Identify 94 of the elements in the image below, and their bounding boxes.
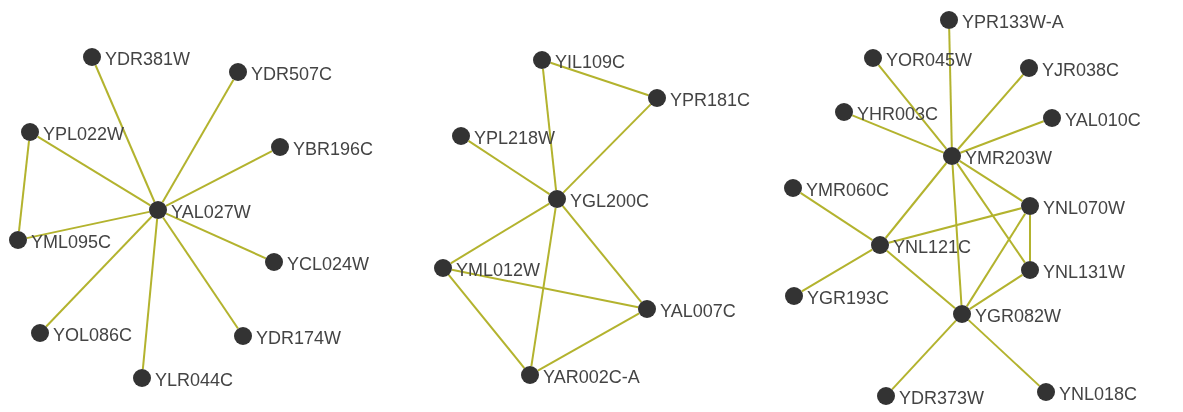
node-label: YAL027W [171, 203, 251, 221]
connector-line [536, 312, 641, 372]
node-label: YAR002C-A [543, 368, 640, 386]
node-label: YJR038C [1042, 61, 1120, 79]
node-label: YDR507C [251, 65, 333, 83]
node-circle [31, 324, 49, 342]
node-label: YML095C [31, 233, 112, 251]
node-circle [434, 259, 452, 277]
connector-line [956, 73, 1025, 151]
node-circle [785, 287, 803, 305]
node-label: YGR082W [975, 307, 1062, 325]
connector-line [891, 319, 957, 391]
node-label: YAL007C [660, 302, 736, 320]
connector-line [887, 207, 1023, 244]
connector-line [959, 120, 1045, 154]
node-label: YMR060C [806, 181, 890, 199]
node-label: YMR203W [965, 149, 1053, 167]
node-label: YDR373W [899, 389, 985, 407]
node-label: YCL024W [287, 255, 370, 273]
node-circle [1037, 383, 1055, 401]
node-circle [133, 369, 151, 387]
connector-line [884, 162, 948, 239]
connector-line [948, 28, 953, 148]
node-circle [452, 127, 470, 145]
connector-line [549, 61, 650, 97]
node-circle [234, 327, 252, 345]
node-circle [548, 190, 566, 208]
node-circle [9, 231, 27, 249]
node-circle [943, 147, 961, 165]
node-circle [864, 49, 882, 67]
node-label: YPR181C [670, 91, 751, 109]
node-circle [877, 387, 895, 405]
connector-line [967, 319, 1041, 387]
connector-line [45, 215, 153, 328]
node-label: YLR044C [155, 371, 234, 389]
node-label: YIL109C [555, 53, 626, 71]
connector-line [25, 210, 151, 240]
node-label: YML012W [456, 261, 541, 279]
connector-line [561, 204, 643, 304]
connector-line [450, 268, 640, 309]
connector-line [162, 216, 239, 330]
connector-line [94, 64, 156, 203]
node-label: YAL010C [1065, 111, 1141, 129]
node-circle [229, 63, 247, 81]
connector-line [885, 249, 957, 310]
connector-line [165, 212, 267, 260]
node-label: YNL070W [1043, 199, 1126, 217]
node-circle [638, 300, 656, 318]
connector-line [562, 103, 652, 194]
node-label: YDR174W [256, 329, 342, 347]
connector-line [467, 139, 551, 196]
connector-line [968, 273, 1024, 311]
connector-line [161, 78, 235, 204]
connector-line [141, 217, 159, 371]
node-label: YGL200C [570, 192, 650, 210]
node-circle [149, 201, 167, 219]
connector-line [956, 162, 1026, 264]
node-circle [1043, 109, 1061, 127]
connector-line [530, 206, 557, 368]
node-circle [271, 138, 289, 156]
node-circle [21, 123, 39, 141]
node-circle [83, 48, 101, 66]
node-circle [953, 305, 971, 323]
connector-line [541, 67, 558, 192]
node-label: YNL018C [1059, 385, 1138, 403]
node-circle [1021, 197, 1039, 215]
node-circle [648, 89, 666, 107]
node-circle [521, 366, 539, 384]
node-label: YPR133W-A [962, 13, 1064, 31]
connector-line [18, 139, 30, 233]
node-label: YOL086C [53, 326, 133, 344]
node-label: YDR381W [105, 50, 191, 68]
connector-line [165, 150, 273, 207]
node-circle [940, 11, 958, 29]
node-label: YBR196C [293, 140, 374, 158]
connector-line [800, 248, 874, 293]
connector-line [965, 212, 1027, 308]
node-circle [533, 51, 551, 69]
connector-line [958, 159, 1024, 203]
connector-line [447, 274, 526, 369]
connector-line [36, 135, 152, 207]
node-circle [871, 236, 889, 254]
node-circle [835, 103, 853, 121]
node-circle [1021, 261, 1039, 279]
connector-line [1029, 214, 1031, 262]
connector-line [449, 202, 551, 265]
node-label: YNL131W [1043, 263, 1126, 281]
node-label: YGR193C [807, 289, 890, 307]
node-circle [265, 253, 283, 271]
node-circle [784, 179, 802, 197]
node-label: YPL022W [43, 125, 125, 143]
connector-line [799, 191, 874, 242]
node-circle [1020, 59, 1038, 77]
connector-line [951, 164, 963, 306]
